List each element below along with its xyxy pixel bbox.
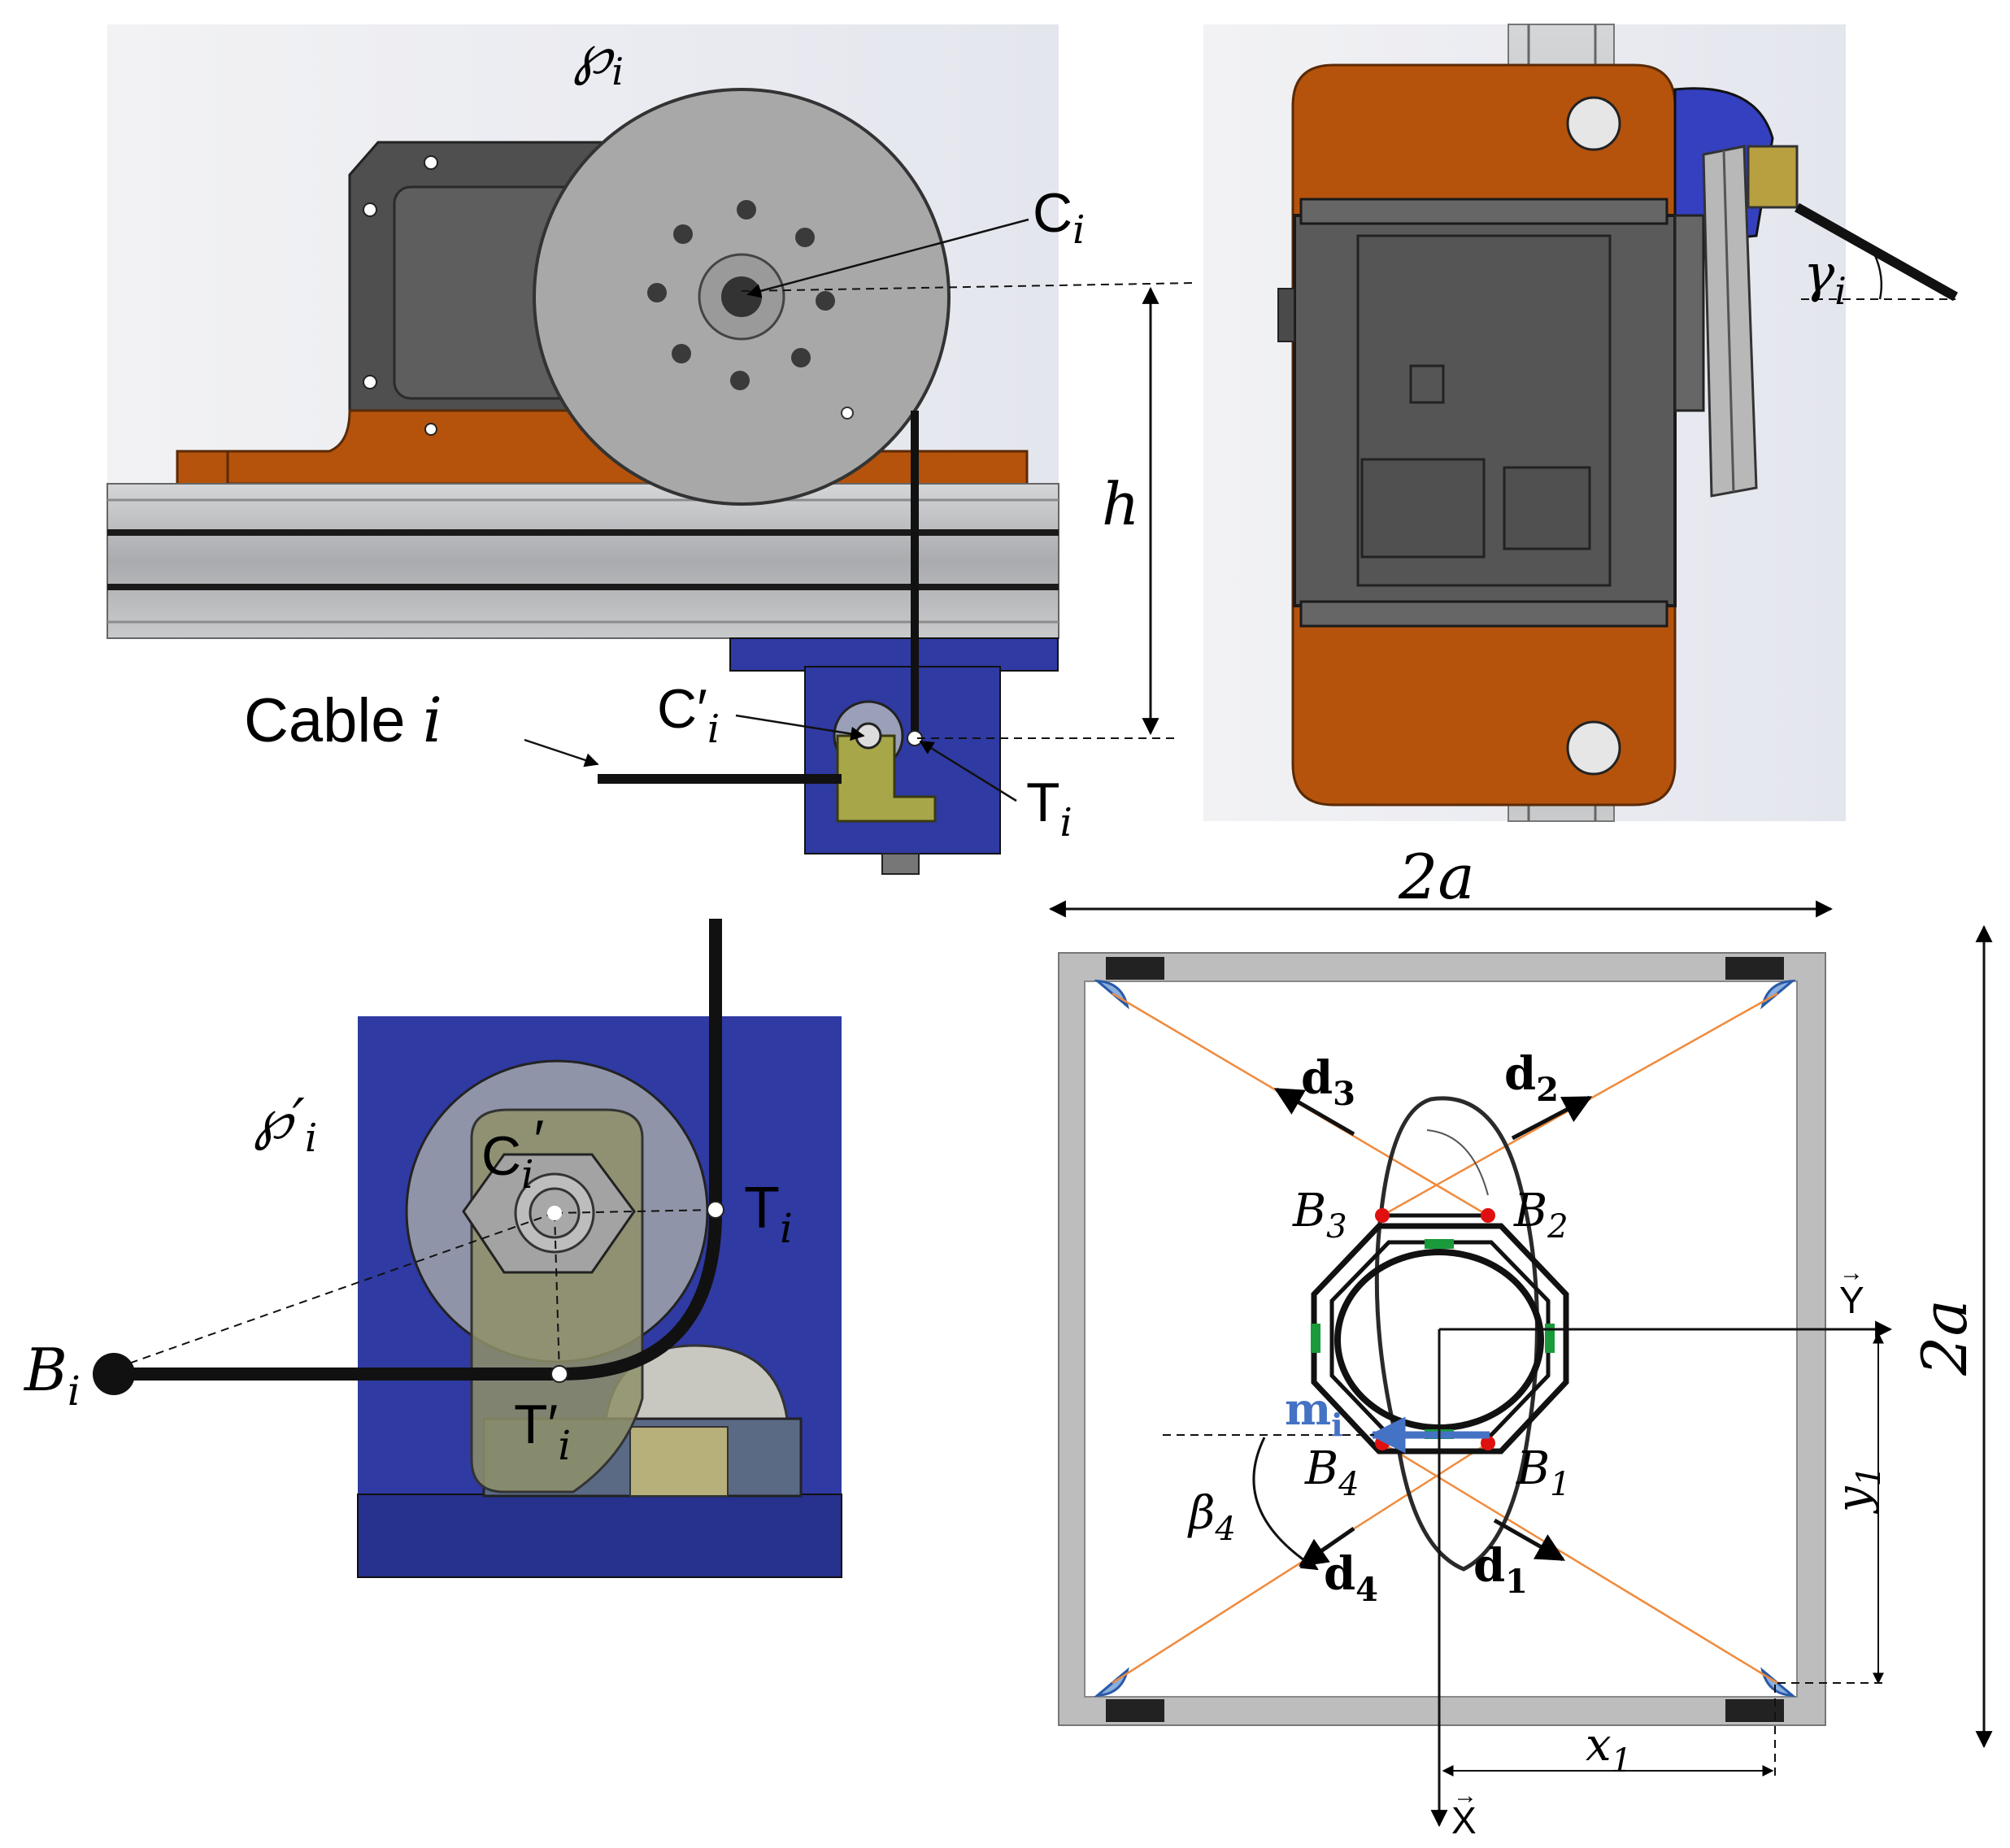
d4-label: d4 bbox=[1324, 1547, 1378, 1609]
front-motor-detail bbox=[1503, 466, 1591, 550]
width-label: 2a bbox=[1398, 841, 1475, 913]
direction-vector-d1 bbox=[1493, 1518, 1566, 1562]
platform-octagon-inner bbox=[1329, 1240, 1551, 1437]
height-label: h bbox=[1102, 470, 1139, 538]
pulley-detail-panel: ℘′i Ci′ Ti T′i Bi bbox=[23, 919, 842, 1578]
direction-vector-d2 bbox=[1511, 1095, 1593, 1141]
base-point-marker bbox=[93, 1353, 135, 1395]
side-view-panel: ℘i Ci h Cable i C′i Ti bbox=[107, 23, 1194, 886]
blue-mount-body bbox=[804, 666, 1001, 854]
x1-label: x1 bbox=[1586, 1719, 1632, 1780]
front-motor-flange bbox=[1299, 198, 1668, 225]
anchor-point-b1 bbox=[1481, 1436, 1495, 1450]
y-axis-label: Y bbox=[1839, 1279, 1864, 1321]
b2-label: B2 bbox=[1513, 1185, 1568, 1246]
b1-label: B1 bbox=[1516, 1442, 1571, 1503]
detail-base-label: Bi bbox=[23, 1336, 80, 1415]
d2-label: d2 bbox=[1504, 1047, 1559, 1109]
front-motor-detail bbox=[1409, 364, 1445, 404]
x-axis-vector-mark: → bbox=[1453, 1782, 1477, 1809]
frame-inner bbox=[1084, 981, 1798, 1698]
anchor-point-b2 bbox=[1481, 1208, 1495, 1223]
detail-blue-base bbox=[357, 1494, 842, 1578]
moment-label: mi bbox=[1285, 1383, 1343, 1443]
tangent-label: Ti bbox=[1026, 772, 1072, 846]
exit-bracket bbox=[836, 734, 937, 823]
platform-pad bbox=[1545, 1324, 1555, 1353]
y-axis-vector-mark: → bbox=[1839, 1259, 1864, 1286]
cable-clamp bbox=[1747, 145, 1799, 209]
motor-bolt bbox=[424, 423, 437, 436]
direction-vector-d3 bbox=[1273, 1087, 1355, 1137]
center-label: Ci bbox=[1033, 182, 1085, 253]
motor-bolt bbox=[363, 375, 377, 389]
platform-pad bbox=[1425, 1239, 1454, 1249]
front-view-panel: γi bbox=[1203, 24, 1958, 822]
d1-label: d1 bbox=[1473, 1539, 1528, 1601]
foot-sketch-inner bbox=[1426, 1129, 1489, 1196]
b4-label: B4 bbox=[1304, 1442, 1360, 1503]
top-view-panel: 2a 2a d3 d2 d4 d1 B3 B2 B4 B1 β4 mi Y → … bbox=[1048, 841, 1993, 1841]
side-pulley-hub bbox=[1673, 214, 1705, 412]
drum-small-hole bbox=[841, 407, 854, 420]
drum-hole bbox=[816, 291, 835, 311]
angle-arc bbox=[1873, 253, 1883, 300]
y1-label: y1 bbox=[1827, 1466, 1888, 1515]
gamma-label: γi bbox=[1803, 244, 1847, 313]
cable-leader bbox=[524, 738, 599, 767]
height-label-2a: 2a bbox=[1908, 1299, 1981, 1376]
x-axis-label: X bbox=[1451, 1799, 1477, 1841]
exit-center-label: C′i bbox=[657, 678, 720, 752]
side-pulley-groove bbox=[1722, 150, 1735, 493]
exit-point-detail bbox=[550, 1365, 568, 1383]
drum-hole bbox=[795, 228, 815, 247]
detail-dashed-line bbox=[121, 1212, 555, 1367]
center-point bbox=[547, 1206, 562, 1220]
detail-cable bbox=[114, 919, 722, 1381]
blue-mount-top bbox=[729, 637, 1059, 672]
drum-hole bbox=[791, 348, 811, 367]
b3-label: B3 bbox=[1292, 1185, 1347, 1246]
front-motor-flange bbox=[1299, 600, 1668, 628]
drum-hole bbox=[730, 371, 750, 390]
drum-hole bbox=[672, 344, 691, 363]
plate-hole bbox=[1566, 720, 1621, 776]
aluminum-rail bbox=[107, 483, 1059, 639]
orange-cable-1 bbox=[1381, 1441, 1778, 1685]
detail-exit-label: T′i bbox=[514, 1394, 571, 1469]
detail-center-label: Ci′ bbox=[481, 1109, 544, 1198]
front-motor-detail bbox=[1360, 458, 1486, 559]
drum-hole bbox=[673, 224, 693, 244]
plate-hole bbox=[1566, 96, 1621, 151]
corner-pulley-icon bbox=[1760, 1667, 1796, 1698]
drum-shaft bbox=[721, 276, 762, 317]
beta-arc bbox=[1252, 1437, 1319, 1571]
front-motor-knob bbox=[1277, 288, 1295, 342]
tangent-leader bbox=[919, 740, 1017, 802]
motor-bolt bbox=[363, 202, 377, 217]
mount-nut bbox=[881, 853, 920, 875]
detail-tangent-label: Ti bbox=[744, 1176, 793, 1252]
platform-pad bbox=[1311, 1324, 1320, 1353]
anchor-point-b3 bbox=[1375, 1208, 1390, 1223]
front-cable bbox=[1795, 202, 1958, 302]
d3-label: d3 bbox=[1301, 1051, 1355, 1113]
frame-corner-block bbox=[1106, 1699, 1164, 1722]
cap-screw-thread bbox=[629, 1426, 729, 1497]
frame-corner-block bbox=[1106, 957, 1164, 980]
detail-pulley-label: ℘′i bbox=[254, 1088, 317, 1161]
drum-hole bbox=[647, 283, 667, 302]
frame-corner-block bbox=[1725, 957, 1784, 980]
motor-bolt bbox=[424, 155, 438, 170]
drum-hole bbox=[737, 200, 756, 220]
tangent-point-detail bbox=[707, 1201, 724, 1219]
cable-label: Cable i bbox=[244, 684, 442, 756]
pulley-label: ℘i bbox=[573, 23, 624, 93]
center-leader bbox=[746, 218, 1029, 298]
exit-center-leader bbox=[735, 714, 865, 741]
beta-label: β4 bbox=[1187, 1487, 1236, 1548]
center-dashed-line bbox=[741, 282, 1194, 292]
